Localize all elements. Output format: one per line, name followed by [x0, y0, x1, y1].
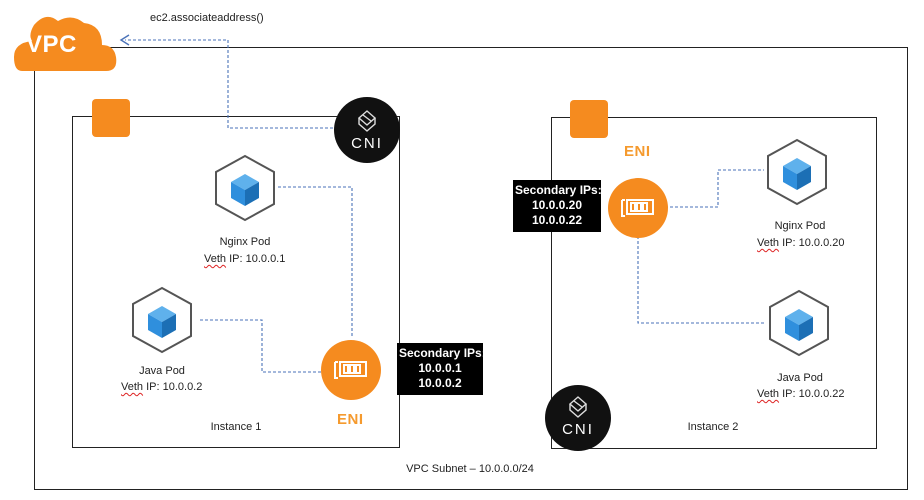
java-pod-veth-2: Veth IP: 10.0.0.22 — [757, 388, 844, 400]
cni-badge-instance-2 — [545, 385, 611, 451]
secondary-ip: 10.0.0.1 — [418, 361, 462, 375]
vpc-subnet-label: VPC Subnet – 10.0.0.0/24 — [406, 463, 534, 475]
network-card-icon — [321, 340, 381, 400]
cni-logo-icon — [357, 110, 377, 132]
eni-label-instance-2: ENI — [624, 143, 651, 160]
instance-2-box — [551, 117, 877, 449]
nginx-pod-veth-2: Veth IP: 10.0.0.20 — [757, 237, 844, 249]
nginx-pod-veth-1: Veth IP: 10.0.0.1 — [204, 253, 285, 265]
veth-prefix: Veth — [121, 381, 144, 393]
instance-1-box — [72, 116, 400, 448]
instance-2-label: Instance 2 — [687, 421, 739, 433]
secondary-ips-title: Secondary IPs: — [399, 346, 486, 360]
pod-cube-icon — [129, 286, 195, 354]
secondary-ip: 10.0.0.22 — [531, 213, 583, 227]
java-pod-name-2: Java Pod — [777, 372, 823, 384]
veth-ip: IP: 10.0.0.1 — [229, 253, 286, 265]
veth-prefix: Veth — [204, 253, 227, 265]
java-pod-veth-1: Veth IP: 10.0.0.2 — [121, 381, 202, 393]
api-call-label: ec2.associateaddress() — [150, 12, 264, 24]
cni-logo-icon — [568, 396, 588, 418]
java-eni-connector-1 — [200, 319, 327, 373]
veth-ip: IP: 10.0.0.20 — [782, 237, 845, 249]
cni-badge-instance-1 — [334, 97, 400, 163]
pod-cube-icon — [764, 138, 830, 206]
instance-1-icon — [92, 99, 130, 137]
cni-label-instance-1: CNI — [351, 135, 383, 152]
nginx-eni-connector-1 — [278, 186, 353, 338]
veth-ip: IP: 10.0.0.22 — [782, 388, 845, 400]
secondary-ips-title: Secondary IPs: — [515, 183, 602, 197]
vpc-subnet-box — [34, 47, 908, 490]
cni-label-instance-2: CNI — [562, 421, 594, 438]
veth-prefix: Veth — [757, 388, 780, 400]
pod-cube-icon — [766, 289, 832, 357]
vpc-cloud-icon — [10, 13, 118, 73]
java-pod-name-1: Java Pod — [139, 365, 185, 377]
api-call-connector — [125, 39, 338, 129]
secondary-ips-box-1: Secondary IPs: 10.0.0.1 10.0.0.2 — [397, 343, 486, 395]
veth-ip: IP: 10.0.0.2 — [146, 381, 203, 393]
secondary-ips-box-2: Secondary IPs: 10.0.0.20 10.0.0.22 — [513, 180, 602, 232]
secondary-ip: 10.0.0.20 — [531, 198, 583, 212]
instance-2-icon — [570, 100, 608, 138]
eni-label-instance-1: ENI — [337, 411, 364, 428]
nginx-eni-connector-2 — [665, 169, 764, 208]
nginx-pod-name-1: Nginx Pod — [219, 236, 271, 248]
secondary-ip: 10.0.0.2 — [418, 376, 462, 390]
nginx-pod-name-2: Nginx Pod — [774, 220, 826, 232]
instance-1-label: Instance 1 — [210, 421, 262, 433]
veth-prefix: Veth — [757, 237, 780, 249]
vpc-logo-text: VPC — [26, 31, 77, 58]
java-eni-connector-2 — [637, 236, 766, 324]
api-call-arrowhead — [119, 34, 130, 46]
pod-cube-icon — [212, 154, 278, 222]
network-card-icon — [608, 178, 668, 238]
